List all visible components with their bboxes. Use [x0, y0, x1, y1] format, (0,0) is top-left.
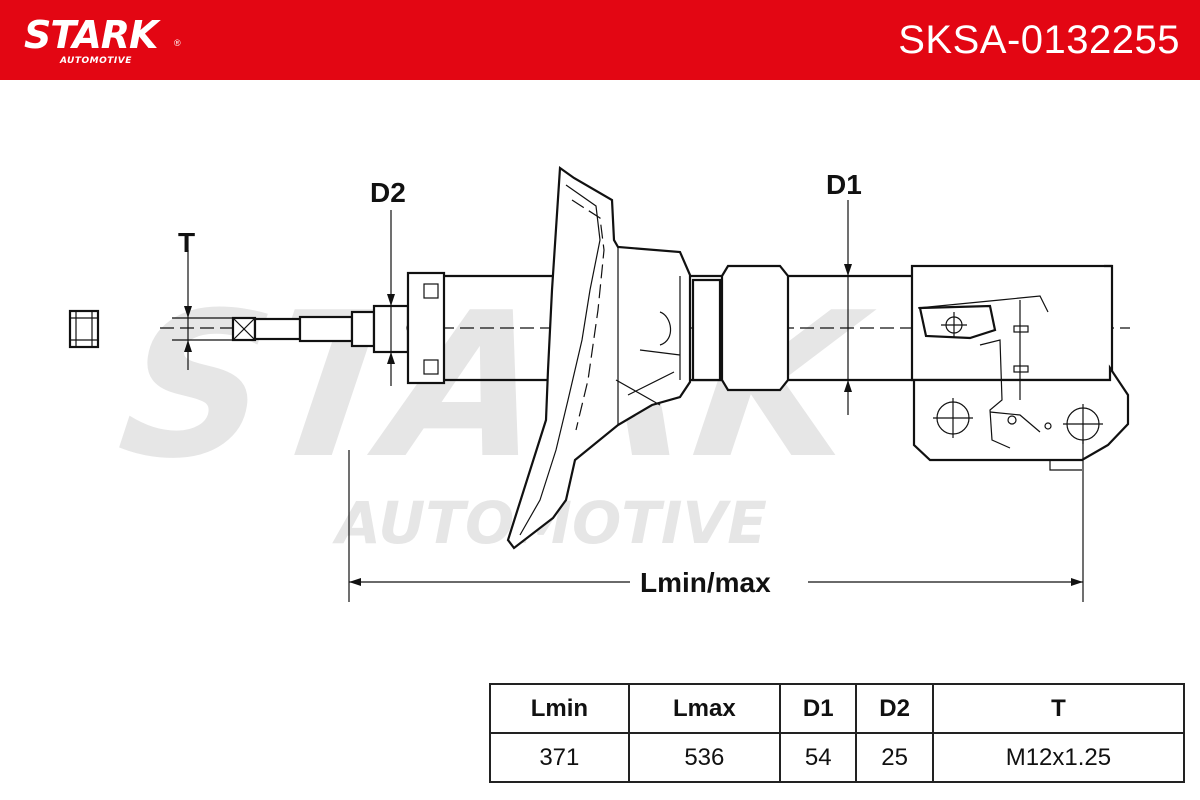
- brand-name: STARK: [24, 13, 158, 57]
- header-bar: STARK ® AUTOMOTIVE SKSA-0132255: [0, 0, 1200, 80]
- label-length: Lmin/max: [640, 567, 771, 598]
- value-lmin: 371: [489, 732, 630, 783]
- length-dimension: [348, 440, 1084, 602]
- header-d1: D1: [778, 683, 858, 734]
- spring-seat: [506, 165, 692, 550]
- d1-dimension: [844, 200, 852, 415]
- specs-value-row: 371 536 54 25 M12x1.25: [489, 732, 1186, 783]
- t-dimension: [172, 250, 235, 370]
- header-lmin: Lmin: [489, 683, 630, 734]
- header-t: T: [931, 683, 1186, 734]
- registered-mark: ®: [174, 38, 181, 48]
- part-number: SKSA-0132255: [898, 18, 1180, 62]
- specs-table: Lmin Lmax D1 D2 T 371 536 54 25 M12x1.25: [489, 683, 1186, 783]
- label-d2: D2: [370, 177, 406, 208]
- shock-absorber-drawing: STARK AUTOMOTIVE T D2: [68, 165, 1130, 602]
- value-d2: 25: [855, 732, 934, 783]
- header-lmax: Lmax: [627, 683, 782, 734]
- value-t: M12x1.25: [931, 732, 1186, 783]
- label-d1: D1: [826, 169, 862, 200]
- stark-logo: STARK ® AUTOMOTIVE: [24, 13, 181, 66]
- bump-stop: [691, 264, 790, 392]
- d2-dimension: [387, 210, 395, 386]
- piston-rod: [231, 304, 418, 354]
- label-t: T: [178, 227, 195, 258]
- knuckle-bracket: [910, 264, 1130, 471]
- specs-header-row: Lmin Lmax D1 D2 T: [489, 683, 1186, 734]
- nut-icon: [68, 309, 100, 349]
- top-mount: [406, 271, 446, 385]
- value-lmax: 536: [627, 732, 782, 783]
- value-d1: 54: [778, 732, 858, 783]
- header-d2: D2: [855, 683, 934, 734]
- brand-subtitle: AUTOMOTIVE: [60, 56, 132, 66]
